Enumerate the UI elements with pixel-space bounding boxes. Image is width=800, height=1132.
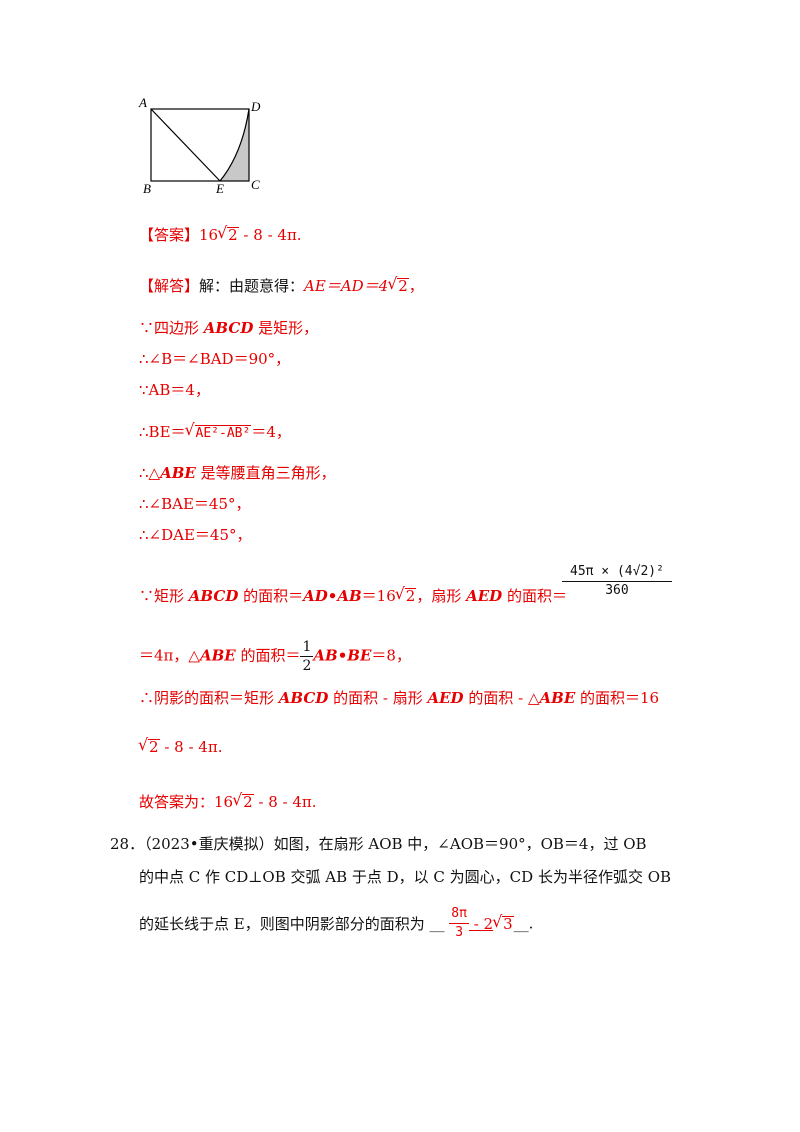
solution-l5-radicand: AE²-AB²: [194, 425, 252, 441]
solution-l2-a: 四边形: [154, 319, 204, 337]
label-b: B: [143, 181, 151, 196]
solution-l9-e: ＝16: [361, 587, 396, 605]
sqrt-symbol: 2: [232, 790, 254, 811]
solution-l5-a: ∴BE＝: [139, 423, 186, 441]
solution-line-1: 【解答】解：由题意得：AE＝AD＝4 2，: [139, 274, 424, 296]
solution-line-7: ∴∠BAE＝45°，: [139, 495, 251, 513]
label-a: A: [138, 95, 147, 110]
solution-l9-c: 的面积＝: [238, 587, 304, 605]
solution-l1-radicand: 2: [397, 277, 409, 295]
solution-l11-g: 的面积＝16: [575, 689, 660, 707]
solution-l9-g: AED: [466, 587, 503, 605]
shaded-region: [220, 109, 249, 181]
label-c: C: [251, 177, 260, 192]
label-e: E: [215, 181, 224, 196]
solution-line-4: ∵AB＝4，: [139, 381, 210, 399]
solution-l10-d: AB•BE: [313, 646, 372, 665]
fraction-numerator: 8π: [449, 905, 469, 924]
solution-l9-b: ABCD: [188, 587, 239, 605]
question-end: .: [528, 914, 534, 933]
solution-line-3: ∴∠B＝∠BAD＝90°，: [139, 350, 291, 368]
solution-line-12: 2 - 8 - 4π.: [138, 735, 223, 756]
answer-line: 【答案】16 2 - 8 - 4π.: [139, 223, 302, 245]
question-answer-minus: - 2: [468, 914, 494, 933]
sqrt-symbol: 2: [138, 735, 160, 756]
question-text-1: （2023•重庆模拟）如图，在扇形 AOB 中，∠AOB＝90°，OB＝4，过 …: [144, 835, 647, 853]
solution-intro: 解：由题意得：: [199, 277, 305, 295]
answer-tag: 【答案】: [139, 226, 200, 244]
solution-l9-radicand: 2: [404, 587, 417, 605]
solution-l11-c: 的面积 - 扇形: [328, 689, 428, 707]
question-number: 28．: [110, 835, 145, 853]
sqrt-symbol: 2: [217, 223, 239, 244]
solution-l6-a: ∴△: [139, 464, 161, 482]
solution-line-6: ∴△ABE 是等腰直角三角形，: [139, 462, 336, 483]
solution-l11-b: ABCD: [278, 689, 329, 707]
solution-l2-c: 是矩形，: [253, 319, 319, 337]
solution-l9-a: ∵矩形: [139, 587, 189, 605]
solution-l11-d: AED: [427, 689, 464, 707]
fraction-denominator: 3: [455, 925, 464, 940]
fraction-sector-area: 45π × (4√2)² 360: [562, 563, 672, 600]
sqrt-symbol: 2: [387, 274, 409, 295]
solution-line-9: ∵矩形 ABCD 的面积＝AD•AB＝162，扇形 AED 的面积＝: [139, 584, 567, 606]
solution-l12-b: - 8 - 4π.: [159, 738, 223, 756]
solution-l2-b: ABCD: [203, 319, 254, 337]
question-line-2: 的中点 C 作 CD⊥OB 交弧 AB 于点 D，以 C 为圆心，CD 长为半径…: [139, 868, 672, 886]
solution-l11-f: ABE: [539, 689, 576, 707]
answer-radicand: 2: [227, 226, 239, 244]
solution-l1-end: ，: [408, 277, 424, 295]
sqrt-symbol: 2: [395, 584, 417, 605]
solution-line-11: ∴阴影的面积＝矩形 ABCD 的面积 - 扇形 AED 的面积 - △ABE 的…: [139, 687, 659, 708]
solution-l10-e: ＝8，: [371, 646, 411, 665]
answer-blank-1: __: [429, 914, 445, 933]
question-answer-rest: - 2 3: [468, 912, 514, 933]
solution-final: 故答案为：16 2 - 8 - 4π.: [139, 790, 317, 812]
solution-l9-h: 的面积＝: [502, 587, 567, 605]
solution-line-8: ∴∠DAE＝45°，: [139, 526, 252, 544]
fraction-denominator: 360: [605, 583, 629, 598]
solution-l10-a: ＝4π，△: [139, 646, 200, 665]
fraction-denominator: 2: [302, 658, 312, 674]
answer-post: - 8 - 4π.: [238, 226, 302, 244]
sqrt-symbol: AE²-AB²: [185, 420, 252, 441]
solution-line-2: ∵四边形 ABCD 是矩形，: [139, 317, 318, 338]
sqrt-symbol: 3: [492, 912, 514, 933]
solution-line-5: ∴BE＝ AE²-AB²＝4，: [139, 420, 291, 442]
solution-l10-c: 的面积＝: [235, 646, 301, 665]
solution-final-b: - 8 - 4π.: [253, 793, 317, 811]
solution-l9-f: ，扇形: [416, 587, 467, 605]
segment-ae: [150, 108, 221, 182]
question-text-3: 的延长线于点 E，则图中阴影部分的面积为: [139, 915, 425, 933]
solution-l12-radicand: 2: [148, 738, 160, 756]
solution-l9-d: AD•AB: [303, 587, 362, 605]
arc-ed: [219, 108, 250, 182]
solution-l10-b: ABE: [199, 646, 236, 665]
question-line-1: 28．（2023•重庆模拟）如图，在扇形 AOB 中，∠AOB＝90°，OB＝4…: [110, 833, 647, 854]
rectangle-abcd: [150, 108, 250, 182]
solution-tag: 【解答】: [139, 277, 200, 295]
geometry-figure: A D B E C: [138, 95, 261, 196]
answer-blank-2: __: [513, 914, 529, 933]
solution-l6-b: ABE: [160, 464, 196, 482]
fraction-numerator: 1: [300, 639, 314, 657]
question-answer-radicand: 3: [502, 914, 514, 933]
question-line-3: 的延长线于点 E，则图中阴影部分的面积为 __ 8π3 - 23__.: [139, 905, 533, 942]
solution-final-radicand: 2: [242, 793, 254, 811]
solution-l11-e: 的面积 - △: [463, 689, 540, 707]
solution-l6-c: 是等腰直角三角形，: [195, 464, 336, 482]
solution-final-a: 故答案为：16: [139, 793, 234, 811]
solution-l11-a: ∴阴影的面积＝矩形: [139, 689, 279, 707]
solution-l1-expr: AE＝AD＝4: [304, 277, 389, 295]
fraction-numerator: 45π × (4√2)²: [562, 563, 672, 582]
solution-l5-b: ＝4，: [251, 423, 291, 441]
label-d: D: [250, 99, 261, 114]
because-symbol: ∵: [139, 319, 155, 337]
answer-pre: 16: [199, 226, 219, 244]
